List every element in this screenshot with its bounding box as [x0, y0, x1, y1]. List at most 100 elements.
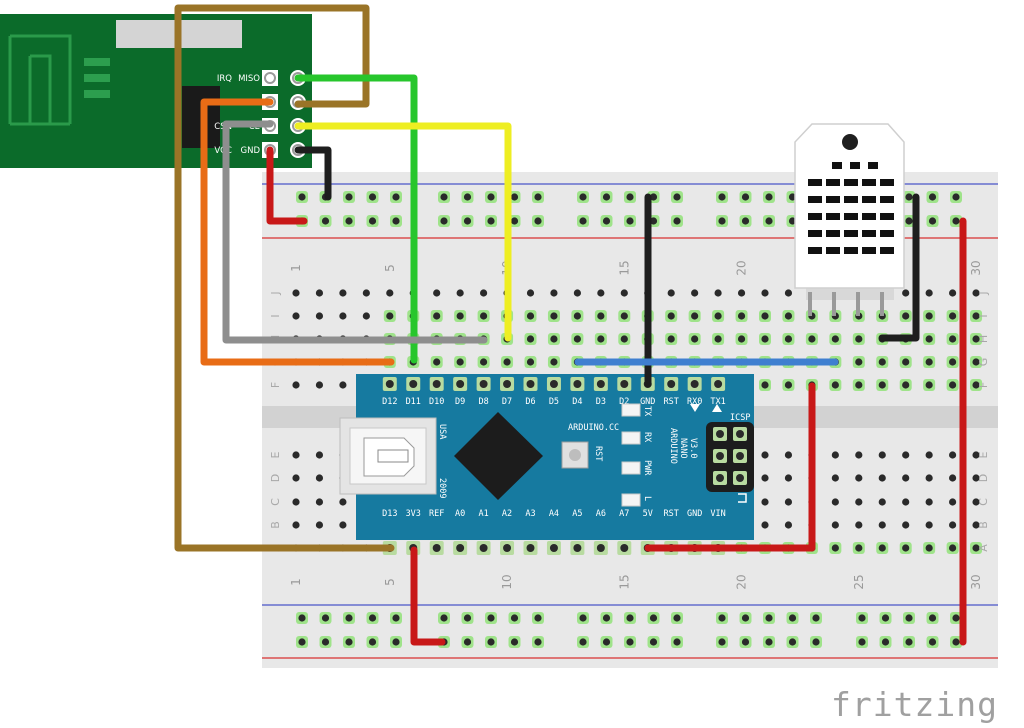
led-label-tx: TX	[642, 406, 652, 417]
nano-bottom-pin-label: A0	[455, 509, 465, 519]
nano-bottom-pin-label: A3	[525, 509, 535, 519]
rail-hole	[392, 614, 400, 622]
breadboard-hole	[620, 312, 628, 320]
breadboard-hole	[292, 312, 300, 320]
breadboard-hole	[526, 335, 535, 343]
nano-bottom-pin-label: 5V	[643, 509, 653, 519]
smd-part-1	[84, 58, 110, 66]
nano-pin-hole	[432, 544, 441, 552]
nano-pin-hole	[596, 380, 605, 388]
breadboard-hole	[949, 312, 957, 320]
breadboard-hole	[714, 289, 722, 297]
rail-hole	[673, 638, 681, 646]
rail-hole	[928, 193, 937, 201]
dht-grille-slot	[826, 213, 840, 220]
nano-pin-hole	[479, 544, 488, 552]
nano-icsp-label: ICSP	[730, 413, 750, 423]
breadboard-hole	[480, 358, 488, 366]
dht-grille-slot	[844, 213, 858, 220]
row-letter: C	[269, 498, 282, 506]
rail-hole	[579, 193, 587, 201]
icsp-arrow-up	[712, 404, 722, 412]
dht-grille-slot	[826, 179, 840, 186]
breadboard-hole	[480, 289, 488, 297]
dht-grille-slot	[862, 179, 876, 186]
breadboard-hole	[386, 289, 394, 297]
breadboard-hole	[831, 381, 839, 389]
rail-hole	[952, 614, 960, 622]
nano-pin-hole	[549, 544, 558, 552]
rail-hole	[765, 193, 773, 201]
breadboard-hole	[737, 289, 746, 297]
row-letter: H	[977, 335, 990, 343]
rail-hole	[368, 638, 377, 646]
row-letter: D	[977, 474, 990, 482]
rail-hole	[345, 638, 353, 646]
rail-hole	[649, 614, 658, 622]
nano-bottom-pin-label: REF	[429, 509, 444, 519]
breadboard-hole	[902, 498, 910, 506]
rail-hole	[928, 614, 937, 622]
breadboard-hole	[925, 381, 933, 389]
nano-pin-hole	[667, 380, 676, 388]
breadboard-hole	[737, 335, 746, 343]
nano-pin-hole	[549, 380, 558, 388]
breadboard-hole	[292, 474, 300, 482]
rail-hole	[440, 217, 448, 225]
dht-grille-slot	[844, 247, 858, 254]
led-label-pwr: PWR	[642, 460, 652, 476]
rail-hole	[579, 614, 587, 622]
nano-top-pin-label: D2	[619, 397, 629, 407]
pwr-led	[621, 461, 641, 475]
breadboard-hole	[902, 358, 910, 366]
dht-grille-slot	[844, 230, 858, 237]
breadboard-hole	[315, 381, 324, 389]
wire-red-3v3-to-rail	[410, 546, 446, 646]
nrf-pin-label: MISO	[238, 74, 260, 84]
breadboard-hole	[925, 498, 933, 506]
dht-grille-slot	[808, 196, 822, 203]
nrf-pin-label: GND	[241, 146, 261, 156]
dht-grille-slot	[862, 247, 876, 254]
column-number: 5	[383, 578, 397, 586]
breadboard-hole	[972, 381, 980, 389]
rail-hole	[649, 638, 658, 646]
breadboard-hole	[480, 312, 488, 320]
breadboard-hole	[784, 312, 793, 320]
breadboard-hole	[925, 521, 933, 529]
rail-hole	[321, 217, 330, 225]
dht-grille-slot	[880, 196, 894, 203]
wire-red-5v-to-dht	[644, 382, 816, 552]
row-letter: B	[269, 521, 282, 529]
breadboard-hole	[315, 474, 324, 482]
breadboard-hole	[902, 544, 910, 552]
breadboard-hole	[972, 289, 980, 297]
wire-gray-d8-to-csn	[222, 120, 488, 344]
dht-grille-slot	[826, 230, 840, 237]
nano-model-line-3: V3.0	[688, 438, 698, 458]
breadboard-hole	[925, 474, 933, 482]
breadboard-hole	[761, 312, 769, 320]
rail-hole	[858, 614, 866, 622]
rail-hole	[602, 614, 611, 622]
breadboard-hole	[362, 312, 370, 320]
wire-orange-d12-to-mosi	[200, 98, 395, 366]
icsp-pin1-mark	[738, 493, 747, 503]
rail-hole	[881, 638, 890, 646]
icsp-pin-hole	[716, 430, 724, 438]
nano-bottom-pin-label: VIN	[710, 509, 725, 519]
breadboard-hole	[292, 381, 300, 389]
rail-hole	[602, 217, 611, 225]
breadboard-hole	[315, 312, 324, 320]
breadboard-hole	[949, 381, 957, 389]
rail-hole	[463, 193, 472, 201]
breadboard-hole	[691, 289, 699, 297]
breadboard-hole	[902, 312, 910, 320]
column-number: 5	[383, 264, 397, 272]
breadboard-hole	[597, 312, 605, 320]
breadboard-hole	[878, 498, 886, 506]
nano-pin-hole	[690, 380, 699, 388]
